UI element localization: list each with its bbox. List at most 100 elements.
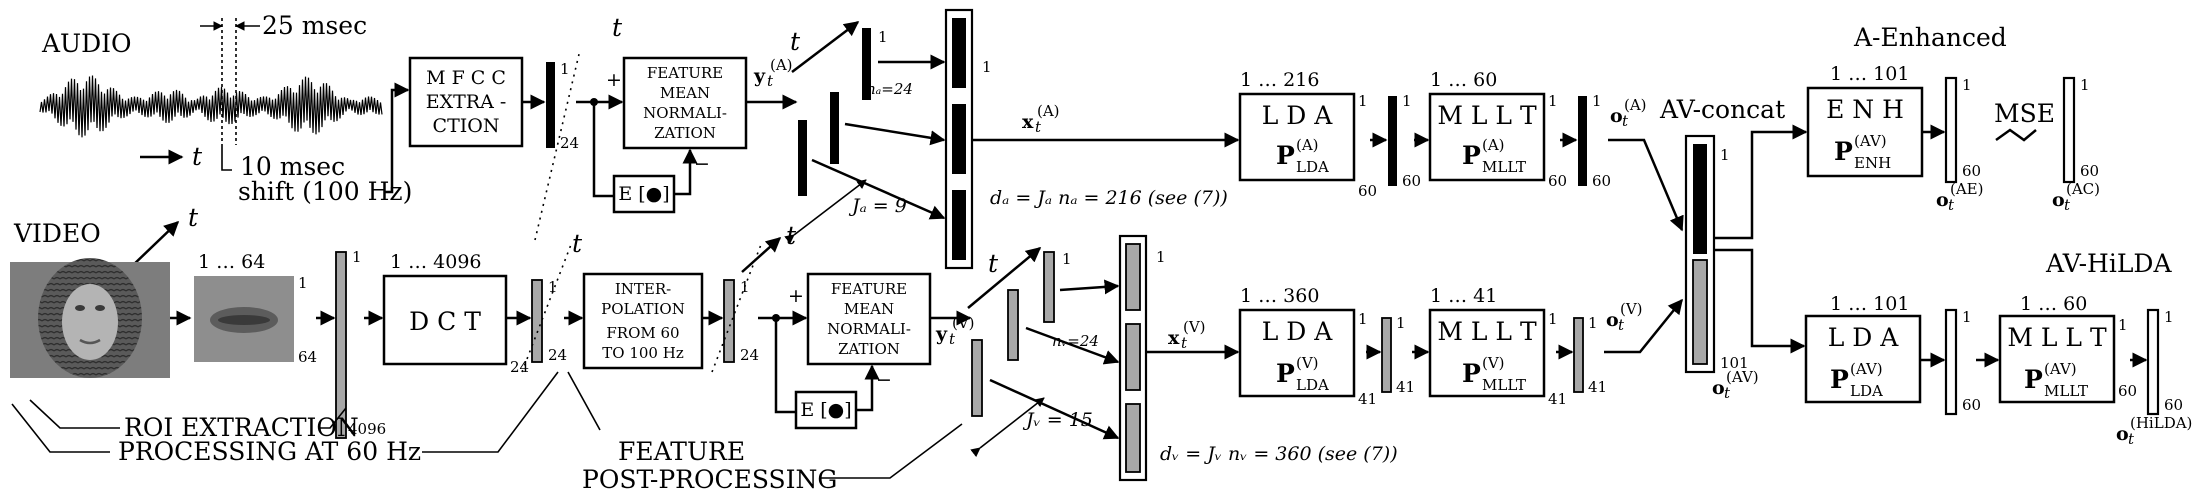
mllt-a-P: P bbox=[1462, 141, 1481, 170]
mllt-av-in-start: 1 bbox=[2118, 316, 2128, 334]
lda-v-range: 1 … 360 bbox=[1240, 285, 1319, 307]
audio-stack-dim-start: 1 bbox=[878, 28, 888, 46]
lda-v-out-start: 1 bbox=[1396, 314, 1406, 332]
mllt-a-sup: (A) bbox=[1482, 136, 1505, 154]
y-v-symbol: y bbox=[935, 323, 948, 345]
time-label-audio: t bbox=[192, 142, 203, 171]
audio-stack-time-arrow bbox=[792, 22, 858, 72]
mllt-a-range: 1 … 60 bbox=[1430, 69, 1497, 91]
audio-concat-seg-3 bbox=[952, 190, 966, 260]
fmn-v-line3: NORMALI- bbox=[827, 320, 911, 338]
y-v-sup: (V) bbox=[952, 314, 975, 332]
fmn-a-line2: MEAN bbox=[660, 84, 710, 102]
interp-time-label: t bbox=[786, 221, 797, 250]
minus-audio: − bbox=[694, 153, 710, 175]
audio-concat-seg-1 bbox=[952, 18, 966, 88]
o-hilda-sup: (HiLDA) bbox=[2130, 414, 2192, 432]
lda-a-P: P bbox=[1276, 141, 1295, 170]
lda-av-output-bar bbox=[1946, 310, 1956, 414]
x-v-sup: (V) bbox=[1183, 318, 1206, 336]
o-hilda-dim-start: 1 bbox=[2164, 308, 2174, 326]
o-v-bar bbox=[1574, 318, 1583, 392]
wire-stack-a-2 bbox=[845, 124, 944, 140]
dct-range: 1 … 4096 bbox=[390, 251, 482, 273]
o-a-dim-start: 1 bbox=[1592, 92, 1602, 110]
audio-concat-dim-start: 1 bbox=[982, 58, 992, 76]
o-a-symbol: o bbox=[1610, 105, 1623, 127]
wire-concat-to-enh bbox=[1732, 132, 1806, 238]
o-av-symbol: o bbox=[1712, 377, 1725, 399]
mllt-av-sub: MLLT bbox=[2044, 382, 2088, 400]
fmn-v-line2: MEAN bbox=[844, 300, 894, 318]
o-ac-sup: (AC) bbox=[2066, 180, 2100, 198]
o-av-sup: (AV) bbox=[1726, 368, 1759, 386]
mfcc-time-label: t bbox=[612, 13, 623, 42]
lda-v-sub: LDA bbox=[1296, 376, 1329, 394]
wire-to-expect-a bbox=[594, 102, 614, 196]
av-concat-audio-seg bbox=[1693, 144, 1707, 254]
minus-video: − bbox=[876, 369, 892, 391]
dct-title: D C T bbox=[409, 307, 481, 336]
video-concat-dim-start: 1 bbox=[1156, 248, 1166, 266]
av-concat-label: AV-concat bbox=[1659, 95, 1785, 124]
lda-av-out-start: 1 bbox=[1962, 308, 1972, 326]
x-v-sub: t bbox=[1181, 334, 1188, 352]
fmn-v-line4: ZATION bbox=[838, 340, 900, 358]
mllt-a-in-end: 60 bbox=[1548, 172, 1567, 190]
y-v-sub: t bbox=[949, 330, 956, 348]
window-size-label: 25 msec bbox=[262, 11, 367, 40]
audio-stack-frame-2 bbox=[830, 92, 839, 164]
lda-v-in-end: 41 bbox=[1358, 390, 1377, 408]
mllt-v-P: P bbox=[1462, 359, 1481, 388]
roi-range: 1 … 64 bbox=[198, 251, 265, 273]
roi-dim-end: 64 bbox=[298, 348, 317, 366]
o-a-sub: t bbox=[1622, 112, 1629, 130]
o-v-symbol: o bbox=[1606, 309, 1619, 331]
interp-feat-end: 24 bbox=[740, 346, 759, 364]
av-hilda-label: AV-HiLDA bbox=[2045, 249, 2172, 278]
video-concat-seg-2 bbox=[1126, 324, 1140, 390]
d-v-label: dᵥ = Jᵥ nᵥ = 360 (see (7)) bbox=[1160, 443, 1398, 465]
dct-feat-end: 24 bbox=[548, 346, 567, 364]
shift-bracket bbox=[222, 145, 232, 170]
mllt-a-sub: MLLT bbox=[1482, 158, 1526, 176]
interp-line3: FROM 60 bbox=[606, 324, 679, 342]
video-stack-frame-1 bbox=[972, 340, 982, 416]
video-stack-dim-start: 1 bbox=[1062, 250, 1072, 268]
o-hilda-symbol: o bbox=[2116, 423, 2129, 445]
feature-bracket-right bbox=[820, 424, 962, 478]
o-v-sup: (V) bbox=[1620, 300, 1643, 318]
dct-dim-end: 24 bbox=[510, 358, 529, 376]
roi-dim-start: 1 bbox=[298, 274, 308, 292]
video-concat-seg-1 bbox=[1126, 244, 1140, 310]
x-v-symbol: x bbox=[1168, 327, 1180, 349]
interp-line1: INTER- bbox=[615, 280, 671, 298]
lda-av-out-end: 60 bbox=[1962, 396, 1981, 414]
mllt-av-in-end: 60 bbox=[2118, 382, 2137, 400]
lda-v-P: P bbox=[1276, 359, 1295, 388]
o-ae-dim-end: 60 bbox=[1962, 162, 1981, 180]
a-enhanced-label: A-Enhanced bbox=[1853, 23, 2007, 52]
wire-expect-v-out bbox=[856, 366, 872, 410]
feature-label: FEATURE bbox=[618, 437, 745, 466]
lda-v-output-bar bbox=[1382, 318, 1391, 392]
wire-o-a-to-concat bbox=[1608, 140, 1682, 230]
enh-sup: (AV) bbox=[1854, 132, 1887, 150]
lda-av-title: L D A bbox=[1828, 323, 1900, 352]
enh-P: P bbox=[1834, 137, 1853, 166]
wire-expect-a-out bbox=[674, 150, 690, 194]
o-hilda-bar bbox=[2148, 310, 2158, 414]
x-a-symbol: x bbox=[1022, 111, 1034, 133]
face-image bbox=[10, 258, 170, 378]
y-a-symbol: y bbox=[753, 65, 766, 87]
mllt-v-in-end: 41 bbox=[1548, 390, 1567, 408]
y-a-sub: t bbox=[767, 72, 774, 90]
post-processing-label: POST-PROCESSING bbox=[582, 465, 837, 494]
o-v-dim-start: 1 bbox=[1588, 314, 1598, 332]
lda-av-range: 1 … 101 bbox=[1830, 293, 1909, 315]
o-ae-sup: (AE) bbox=[1950, 180, 1984, 198]
audio-label: AUDIO bbox=[41, 29, 132, 58]
lda-a-in-start: 1 bbox=[1358, 92, 1368, 110]
wire-stack-v-1 bbox=[1060, 286, 1118, 290]
interp-time-arrow bbox=[742, 238, 780, 272]
